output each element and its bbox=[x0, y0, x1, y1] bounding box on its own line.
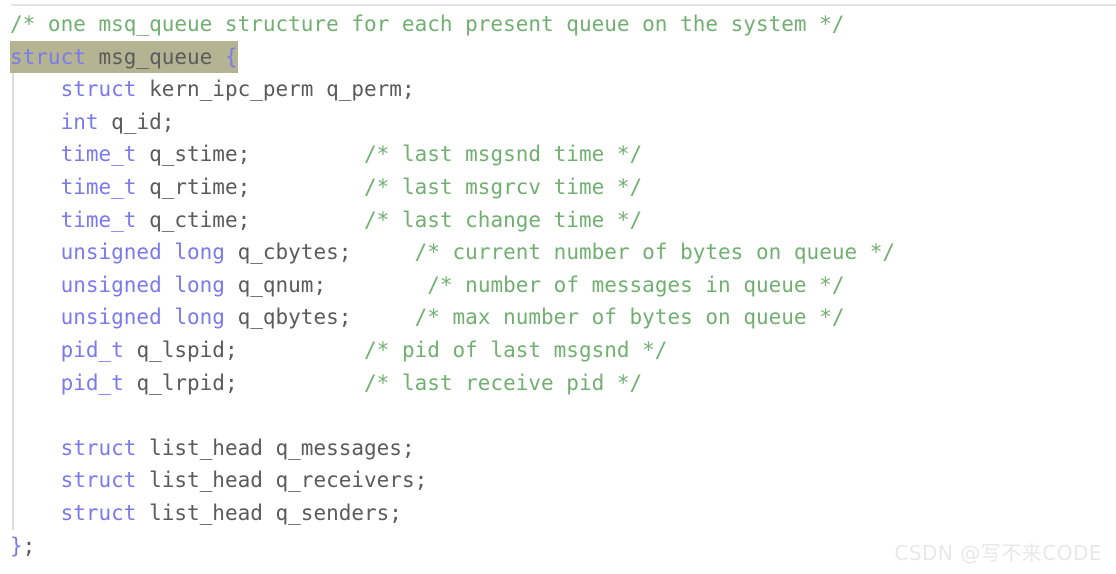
code-comment-token: /* last msgsnd time */ bbox=[364, 142, 643, 167]
code-line[interactable]: }; bbox=[0, 530, 1116, 563]
code-text-token: q_lrpid; bbox=[123, 370, 365, 395]
code-text-token: list_head q_senders; bbox=[136, 500, 402, 525]
code-comment-token: /* last receive pid */ bbox=[364, 370, 643, 395]
code-line[interactable]: unsigned long q_qnum; /* number of messa… bbox=[0, 269, 1116, 302]
code-keyword-token: time_t bbox=[60, 207, 137, 232]
code-text-token bbox=[10, 371, 61, 395]
indent-guide-line bbox=[12, 72, 14, 530]
code-line[interactable]: time_t q_stime; /* last msgsnd time */ bbox=[0, 138, 1116, 171]
code-block-top-rule bbox=[11, 4, 1116, 6]
code-line[interactable]: struct list_head q_senders; bbox=[0, 497, 1116, 530]
code-line[interactable]: unsigned long q_cbytes; /* current numbe… bbox=[0, 236, 1116, 269]
code-text-token: q_stime; bbox=[136, 142, 365, 167]
code-comment-token: /* pid of last msgsnd */ bbox=[364, 337, 668, 362]
code-text-token: q_ctime; bbox=[136, 207, 365, 232]
code-keyword-token: struct bbox=[60, 468, 137, 493]
code-text-token bbox=[10, 142, 61, 166]
code-comment-token: /* last msgrcv time */ bbox=[364, 174, 643, 199]
code-line[interactable] bbox=[0, 399, 1116, 432]
code-keyword-token: struct bbox=[10, 40, 86, 74]
code-comment-token: /* number of messages in queue */ bbox=[427, 272, 845, 297]
code-keyword-token: time_t bbox=[60, 174, 137, 199]
code-text-token bbox=[10, 110, 61, 134]
code-keyword-token: pid_t bbox=[60, 337, 124, 362]
code-line[interactable]: /* one msq_queue structure for each pres… bbox=[0, 8, 1116, 41]
code-text-token bbox=[10, 338, 61, 362]
code-text-token: msg_queue bbox=[85, 40, 225, 74]
code-text-token: list_head q_receivers; bbox=[136, 468, 428, 493]
code-text-token bbox=[10, 501, 61, 525]
code-line[interactable]: struct kern_ipc_perm q_perm; bbox=[0, 73, 1116, 106]
code-text-token: q_qnum; bbox=[224, 272, 428, 297]
code-keyword-token: int bbox=[60, 109, 99, 134]
code-line[interactable]: time_t q_ctime; /* last change time */ bbox=[0, 204, 1116, 237]
code-text-token bbox=[10, 273, 61, 297]
code-line-list: /* one msq_queue structure for each pres… bbox=[0, 8, 1116, 563]
code-line[interactable]: int q_id; bbox=[0, 106, 1116, 139]
code-blank-line bbox=[10, 403, 23, 427]
code-text-token bbox=[10, 208, 61, 232]
code-text-token bbox=[10, 436, 61, 460]
code-text-token bbox=[10, 468, 61, 492]
code-line[interactable]: struct list_head q_messages; bbox=[0, 432, 1116, 465]
code-brace-token: { bbox=[224, 40, 238, 74]
code-text-token: q_rtime; bbox=[136, 174, 365, 199]
code-keyword-token: struct bbox=[60, 435, 137, 460]
code-text-token: kern_ipc_perm q_perm; bbox=[136, 77, 415, 102]
code-line[interactable]: pid_t q_lrpid; /* last receive pid */ bbox=[0, 367, 1116, 400]
code-text-token: ; bbox=[22, 533, 36, 558]
code-comment-token: /* current number of bytes on queue */ bbox=[414, 240, 896, 265]
code-text-token bbox=[10, 77, 61, 101]
csdn-watermark: CSDN @写不来CODE bbox=[894, 541, 1102, 565]
code-text-token bbox=[10, 175, 61, 199]
code-text-token: q_lspid; bbox=[123, 337, 365, 362]
code-comment-token: /* one msq_queue structure for each pres… bbox=[10, 12, 845, 36]
code-line[interactable]: unsigned long q_qbytes; /* max number of… bbox=[0, 301, 1116, 334]
code-line[interactable]: pid_t q_lspid; /* pid of last msgsnd */ bbox=[0, 334, 1116, 367]
code-comment-token: /* last change time */ bbox=[364, 207, 643, 232]
code-keyword-token: struct bbox=[60, 500, 137, 525]
code-keyword-token: time_t bbox=[60, 142, 137, 167]
code-text-token: q_id; bbox=[98, 109, 175, 134]
code-keyword-token: unsigned long bbox=[60, 240, 225, 265]
code-line[interactable]: time_t q_rtime; /* last msgrcv time */ bbox=[0, 171, 1116, 204]
code-text-token bbox=[10, 305, 61, 329]
code-text-token: q_qbytes; bbox=[224, 305, 415, 330]
code-text-token: list_head q_messages; bbox=[136, 435, 415, 460]
code-text-token: q_cbytes; bbox=[224, 240, 415, 265]
code-line[interactable]: struct list_head q_receivers; bbox=[0, 464, 1116, 497]
code-keyword-token: pid_t bbox=[60, 370, 124, 395]
code-comment-token: /* max number of bytes on queue */ bbox=[414, 305, 845, 330]
code-keyword-token: unsigned long bbox=[60, 305, 225, 330]
code-brace-token: } bbox=[10, 533, 23, 558]
code-line[interactable]: struct msg_queue { bbox=[0, 40, 1116, 74]
code-text-token bbox=[10, 240, 61, 264]
code-keyword-token: struct bbox=[60, 77, 137, 102]
code-keyword-token: unsigned long bbox=[60, 272, 225, 297]
